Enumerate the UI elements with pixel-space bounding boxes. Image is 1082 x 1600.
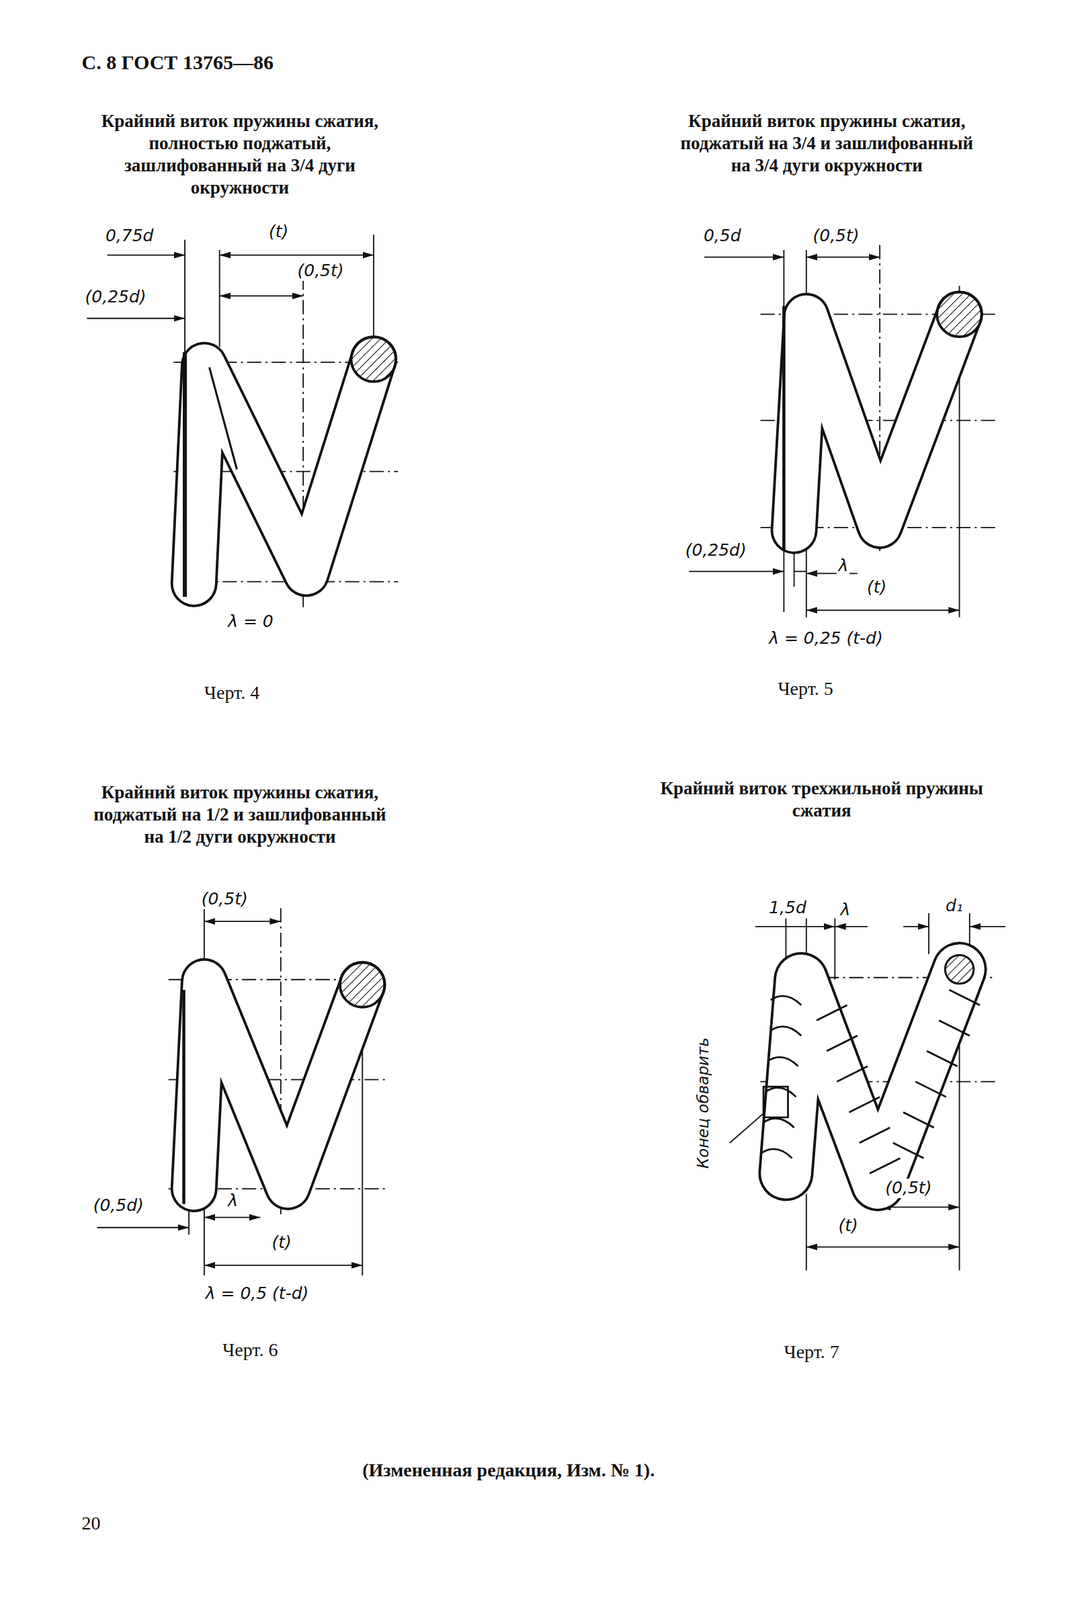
dimension-label: λ — [226, 1191, 240, 1212]
page-header: С. 8 ГОСТ 13765—86 — [81, 51, 274, 75]
dimension-label: (0,5d) — [92, 1196, 146, 1216]
figure-caption: Черт. 7 — [783, 1341, 839, 1363]
dimension-label: d₁ — [944, 896, 965, 917]
dimension-label: 0,5d — [702, 226, 743, 246]
page-number: 20 — [81, 1512, 101, 1535]
dimension-label: λ — [839, 900, 853, 921]
figure-caption: Черт. 4 — [204, 682, 260, 704]
dimension-label: (0,5t) — [811, 226, 861, 246]
dimension-label: (0,25d) — [684, 541, 748, 561]
figure-caption: Черт. 6 — [222, 1339, 278, 1361]
revision-note: (Измененная редакция, Изм. № 1). — [362, 1459, 655, 1482]
figure-title: Крайний виток трехжильной пружины сжатия — [658, 777, 986, 822]
callout-note: Конец обварить — [694, 1037, 712, 1169]
dimension-label: (0,5t) — [200, 889, 250, 910]
dimension-label: (t) — [270, 1233, 294, 1253]
dimension-label: λ = 0,5 (t-d) — [204, 1284, 311, 1304]
dimension-label: (t) — [865, 577, 888, 598]
dimension-label: λ — [836, 556, 850, 576]
dimension-label: λ = 0,25 (t-d) — [767, 629, 884, 649]
dimension-label: 0,75d — [104, 226, 156, 246]
dimension-label: (t) — [836, 1216, 859, 1236]
dimension-label: (0,25d) — [84, 287, 148, 308]
dimension-label: 1,5d — [767, 898, 808, 919]
figure-title: Крайний виток пружины сжатия, полностью … — [81, 110, 399, 199]
figure-title: Крайний виток пружины сжатия, поджатый н… — [673, 110, 980, 177]
figure-caption: Черт. 5 — [777, 678, 833, 700]
dimension-label: λ = 0 — [226, 612, 275, 632]
dimension-label: (0,5t) — [883, 1178, 933, 1199]
dimension-label: (0,5t) — [295, 261, 345, 281]
dimension-label: (t) — [267, 222, 290, 242]
figure-title: Крайний виток пружины сжатия, поджатый н… — [86, 781, 394, 849]
